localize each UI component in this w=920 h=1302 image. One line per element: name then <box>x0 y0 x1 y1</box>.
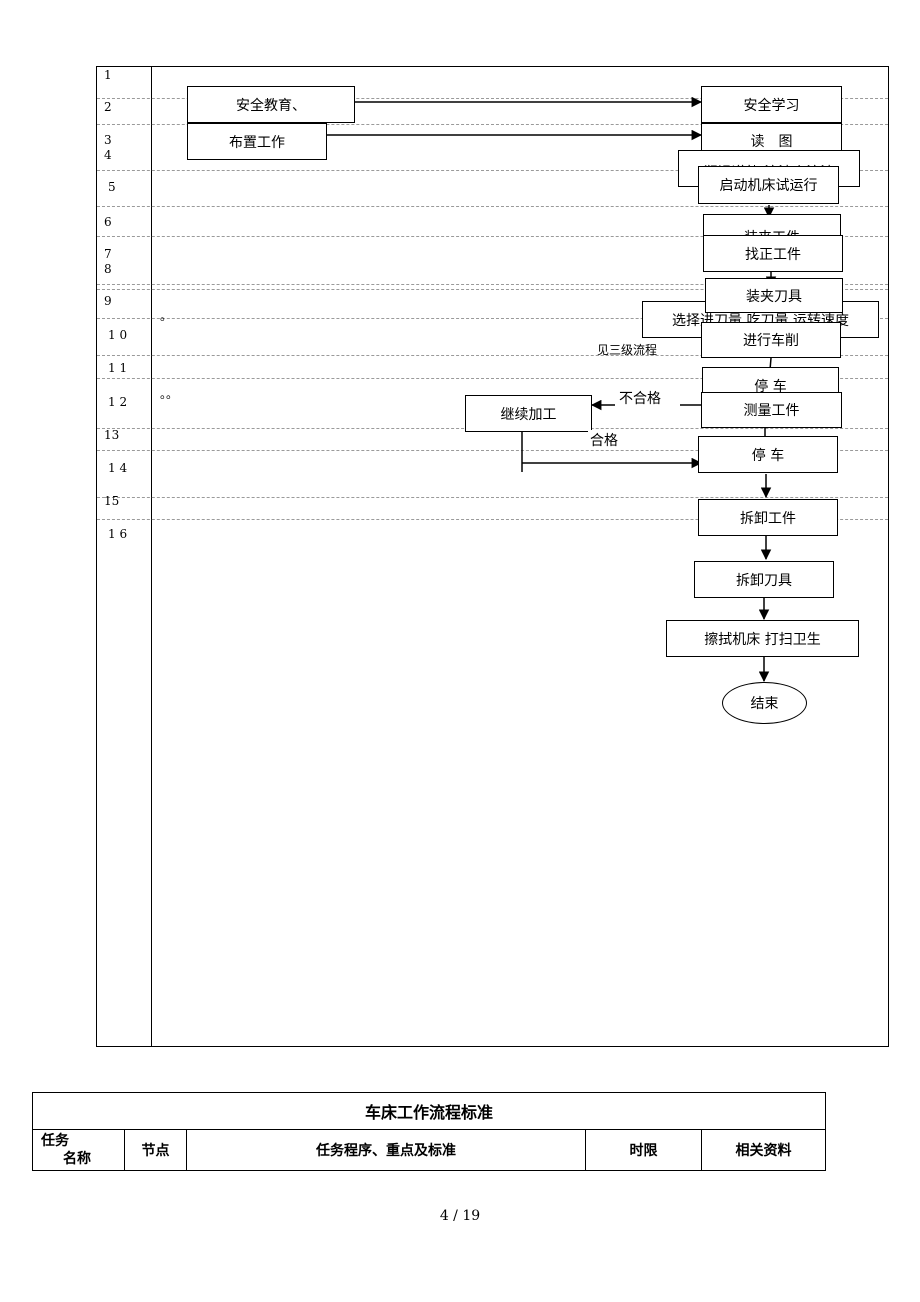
row-separator <box>97 124 888 125</box>
flow-step-safety-study: 安全学习 <box>701 86 842 123</box>
row-separator <box>97 355 888 356</box>
header-task-line1: 任务 <box>41 1133 69 1149</box>
row-number: 1 <box>104 68 112 82</box>
flow-step-stop-2: 停 车 <box>698 436 838 473</box>
flow-step-continue-machining: 继续加工 <box>465 395 592 432</box>
row-separator <box>97 284 888 285</box>
flow-step-measure: 测量工件 <box>701 392 842 428</box>
row-number: 1 4 <box>108 461 128 475</box>
page-number: 4 / 19 <box>439 1208 481 1224</box>
flow-step-clamp-tool: 装夹刀具 <box>705 278 843 313</box>
row-separator <box>97 98 888 99</box>
row-number: 4 <box>104 148 112 162</box>
row-number: 1 2 <box>108 395 128 409</box>
flow-step-clean: 擦拭机床 打扫卫生 <box>666 620 859 657</box>
flow-end: 结束 <box>722 682 807 724</box>
row-separator <box>97 497 888 498</box>
flow-step-turning: 进行车削 <box>701 322 841 358</box>
row-number: 13 <box>104 428 120 442</box>
row-separator <box>97 289 888 290</box>
flow-step-start-machine: 启动机床试运行 <box>698 166 839 204</box>
flow-step-safety-education: 安全教育、 <box>187 86 355 123</box>
see-level3-note: 见三级流程 <box>597 343 658 357</box>
row-number: 3 <box>104 133 112 147</box>
header-node: 节点 <box>124 1129 187 1171</box>
row-number: 15 <box>104 494 120 508</box>
row-number: 6 <box>104 215 112 229</box>
row-separator <box>97 170 888 171</box>
mark: 。 <box>160 309 173 323</box>
table-header-row: 任务 名称 节点 任务程序、重点及标准 时限 相关资料 <box>32 1129 826 1171</box>
header-deadline: 时限 <box>585 1129 702 1171</box>
flow-step-align-workpiece: 找正工件 <box>703 235 843 272</box>
row-number: 9 <box>104 294 112 308</box>
flow-step-remove-workpiece: 拆卸工件 <box>698 499 838 536</box>
row-number: 1 6 <box>108 527 128 541</box>
header-materials: 相关资料 <box>701 1129 826 1171</box>
row-separator <box>97 450 888 451</box>
process-frame <box>96 66 889 1047</box>
row-number: 1 0 <box>108 328 128 342</box>
mark: 。。 <box>160 387 179 401</box>
row-number: 5 <box>108 180 116 194</box>
row-number: 7 <box>104 247 112 261</box>
header-task-line2: 名称 <box>63 1151 91 1167</box>
row-separator <box>97 519 888 520</box>
row-separator <box>97 236 888 237</box>
pass-label: 合格 <box>588 430 620 450</box>
table-title: 车床工作流程标准 <box>32 1092 826 1130</box>
row-number: 8 <box>104 262 112 276</box>
row-separator <box>97 378 888 379</box>
standards-table: 车床工作流程标准 任务 名称 节点 任务程序、重点及标准 时限 相关资料 <box>32 1092 826 1171</box>
fail-label: 不合格 <box>617 388 663 408</box>
number-column-divider <box>151 66 152 1047</box>
flow-step-arrange-work: 布置工作 <box>187 123 327 160</box>
row-separator <box>97 206 888 207</box>
row-separator <box>97 318 888 319</box>
header-task-name: 任务 名称 <box>32 1129 125 1171</box>
row-number: 1 1 <box>108 361 128 375</box>
row-number: 2 <box>104 100 112 114</box>
header-program: 任务程序、重点及标准 <box>186 1129 586 1171</box>
flow-step-remove-tool: 拆卸刀具 <box>694 561 834 598</box>
